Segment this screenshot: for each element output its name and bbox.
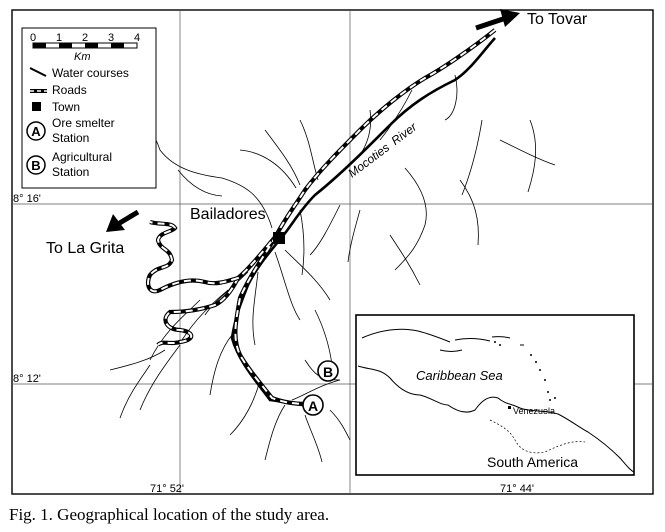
scale-tick-1: 1 <box>56 32 62 44</box>
map-frame <box>11 9 654 495</box>
legend-b-line2: Station <box>52 165 89 179</box>
arrow-to-tovar-icon <box>475 9 520 31</box>
latitude-label-upper: 8° 16' <box>13 193 41 205</box>
scale-tick-3: 3 <box>108 32 114 44</box>
legend-a-line1: Ore smelter <box>52 116 115 130</box>
scale-tick-0: 0 <box>30 32 36 44</box>
caribbean-islands <box>361 328 524 352</box>
legend-water-courses: Water courses <box>52 66 129 80</box>
venezuela-label: Venezuela <box>513 406 555 416</box>
arrow-to-la-grita-icon <box>106 209 140 232</box>
station-a-symbol: A <box>308 398 318 414</box>
inset-map: Caribbean Sea Venezuela South America <box>355 314 635 476</box>
longitude-label-right: 71° 44' <box>500 483 534 495</box>
legend-roads: Roads <box>52 83 87 97</box>
station-b-symbol: B <box>323 364 333 380</box>
map-legend: 0 1 2 3 4 Km Water courses Roads Town A … <box>21 27 157 189</box>
venezuela-location-marker <box>508 406 511 409</box>
study-area-map: A B To Tovar To La Grita Bailadores Moco… <box>11 9 654 495</box>
legend-town: Town <box>52 100 80 114</box>
town-symbol-icon <box>32 102 41 111</box>
caribbean-sea-label: Caribbean Sea <box>416 368 503 383</box>
scale-bar: 0 1 2 3 4 Km <box>30 32 140 63</box>
latitude-label-lower: 8° 12' <box>13 373 41 385</box>
road-network <box>145 28 497 407</box>
to-la-grita-label: To La Grita <box>46 240 124 257</box>
mocoties-river-label: Mocoties River <box>345 119 420 180</box>
legend-a-line2: Station <box>52 131 89 145</box>
station-b-marker: B <box>317 360 339 382</box>
legend-a-symbol: A <box>31 124 41 139</box>
legend-b-line1: Agricultural <box>52 150 112 164</box>
legend-b-circle-icon <box>26 155 46 175</box>
legend-a-circle-icon <box>26 121 46 141</box>
bailadores-town-marker <box>273 232 285 244</box>
bailadores-label: Bailadores <box>190 206 266 223</box>
scale-tick-2: 2 <box>82 32 88 44</box>
scale-unit: Km <box>74 51 91 63</box>
mainland-coastline <box>357 365 635 473</box>
water-courses-symbol-icon <box>29 67 47 77</box>
scale-tick-4: 4 <box>134 32 140 44</box>
legend-b-symbol: B <box>31 158 40 173</box>
longitude-label-left: 71° 52' <box>150 483 184 495</box>
south-america-label: South America <box>487 454 578 470</box>
figure-caption: Fig. 1. Geographical location of the stu… <box>9 505 330 524</box>
station-a-marker: A <box>302 394 324 416</box>
to-tovar-label: To Tovar <box>527 11 588 28</box>
